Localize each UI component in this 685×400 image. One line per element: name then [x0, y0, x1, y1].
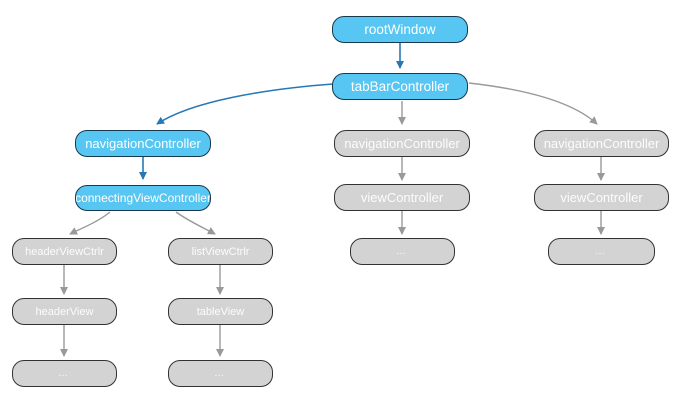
node-tab-bar-controller: tabBarController — [332, 73, 468, 100]
node-list-view-ctrlr: listViewCtrlr — [168, 238, 273, 265]
node-middle-ellipsis: … — [350, 238, 455, 265]
node-root-window: rootWindow — [332, 16, 468, 43]
node-navigation-controller-left: navigationController — [75, 130, 211, 157]
node-view-controller-right: viewController — [534, 184, 669, 211]
node-right-ellipsis: … — [548, 238, 655, 265]
node-connecting-view-controller: connectingViewController — [75, 185, 211, 211]
edge-tabbarcontroller-to-right-navigationcontroller — [468, 82, 598, 125]
node-navigation-controller-right: navigationController — [534, 130, 669, 157]
edge-tabbarcontroller-to-left-navigationcontroller — [156, 83, 334, 125]
node-table-view-ellipsis: … — [168, 360, 273, 387]
node-header-view-ellipsis: … — [12, 360, 117, 387]
edge-connectingviewcontroller-to-headerviewctrlr — [69, 211, 111, 235]
node-header-view: headerView — [12, 298, 117, 325]
node-view-controller-middle: viewController — [334, 184, 470, 211]
edge-connectingviewcontroller-to-listviewctrlr — [175, 211, 216, 235]
node-header-view-ctrlr: headerViewCtrlr — [12, 238, 117, 265]
node-navigation-controller-middle: navigationController — [334, 130, 470, 157]
node-table-view: tableView — [168, 298, 273, 325]
